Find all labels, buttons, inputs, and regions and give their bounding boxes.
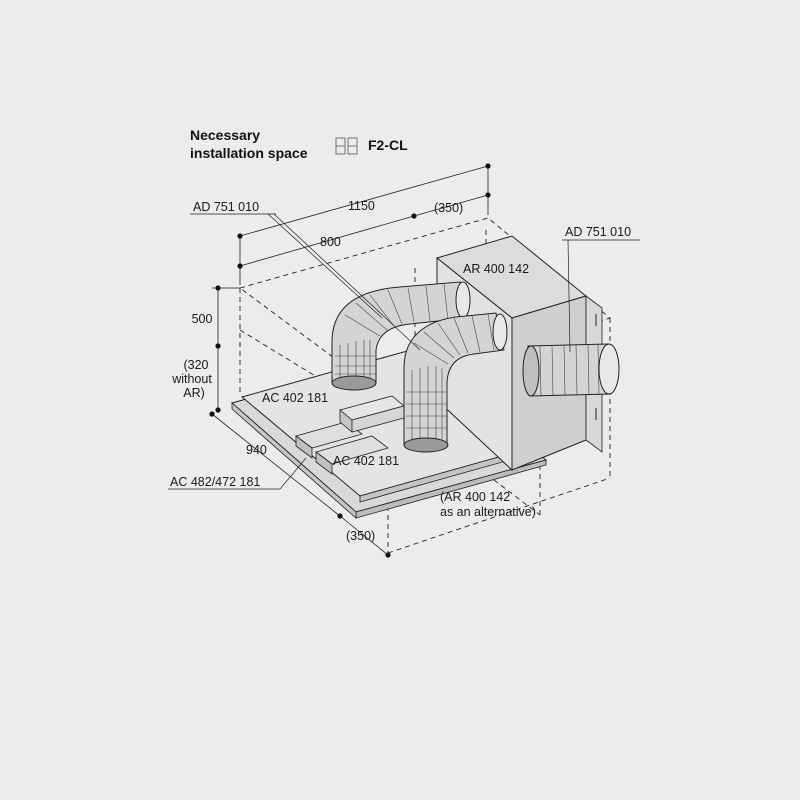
leader-hob-adapter [168, 457, 307, 490]
connector-channel-front [315, 435, 389, 475]
dim-depth-label: 940 [246, 443, 267, 457]
label-fan-unit: AR 400 142 [463, 262, 529, 276]
duct-hose-right [522, 343, 620, 397]
hob-zones-icon [335, 137, 358, 155]
label-alternative-note-1: (AR 400 142 [440, 490, 510, 504]
dim-height-note-3: AR) [183, 386, 205, 400]
label-connector-back: AC 402 181 [262, 391, 328, 405]
label-alternative-note-2: as an alternative) [440, 505, 536, 519]
dim-extension-bottom-label: (350) [346, 529, 375, 543]
duct-hose-front [403, 312, 508, 453]
dim-height-note-1: (320 [183, 358, 208, 372]
dim-height-note-2: without [171, 372, 212, 386]
dimension-height [212, 285, 240, 413]
leader-duct-left [190, 213, 421, 351]
dim-module-length-label: 800 [320, 235, 341, 249]
label-duct-right: AD 751 010 [565, 225, 631, 239]
connector-channel-back [295, 421, 363, 459]
dimension-module-length [237, 213, 417, 269]
title-line-1: Necessary [190, 127, 260, 143]
center-adapter-box [339, 395, 405, 433]
model-code: F2-CL [368, 137, 408, 153]
dim-extension-top-label: (350) [434, 201, 463, 215]
dim-total-length-label: 1150 [348, 199, 375, 213]
duct-hose-back [331, 281, 471, 391]
label-connector-front: AC 402 181 [333, 454, 399, 468]
label-duct-left: AD 751 010 [193, 200, 259, 214]
dimension-extension-bottom [339, 515, 391, 558]
dimension-total-length [237, 163, 491, 285]
leader-duct-right [562, 239, 640, 353]
dimension-extension-top [413, 192, 491, 217]
label-hob-adapter: AC 482/472 181 [170, 475, 260, 489]
dim-height-label: 500 [192, 312, 213, 326]
title-line-2: installation space [190, 145, 308, 161]
